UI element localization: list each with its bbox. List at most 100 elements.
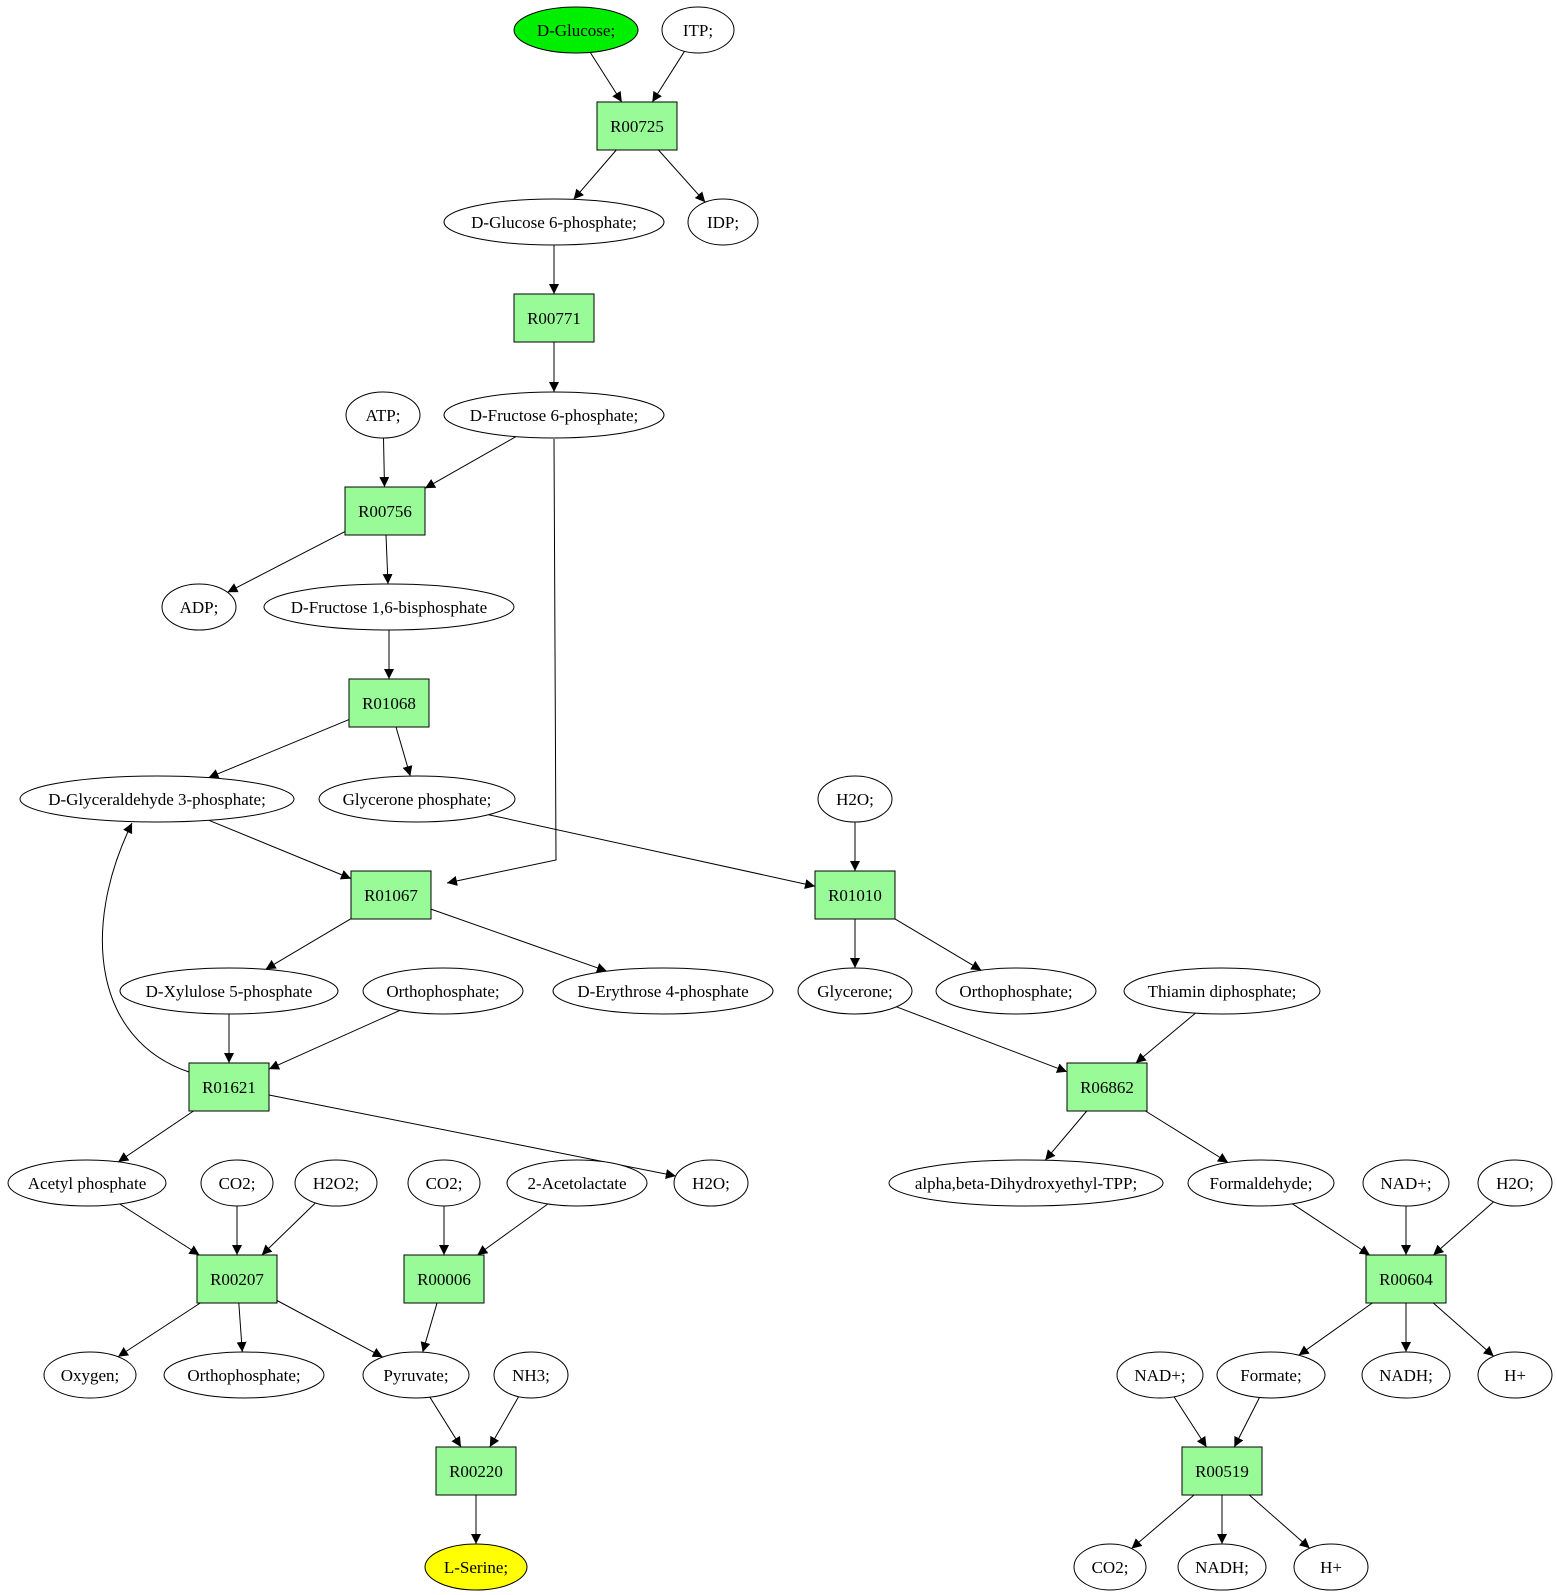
edge-c_hcho-to-r00604: [1292, 1203, 1371, 1256]
compound-ellipse: [362, 1351, 470, 1399]
compound-ellipse: [1477, 1159, 1553, 1207]
compound-ellipse: [294, 1159, 378, 1207]
compound-node-c-g6p: D-Glucose 6-phosphate;: [443, 198, 665, 246]
edge-c_acl-to-r00006: [477, 1203, 549, 1256]
reaction-box: [596, 101, 678, 151]
compound-node-c-acp: Acetyl phosphate: [7, 1159, 167, 1207]
node-label: NAD+;: [1380, 1174, 1431, 1193]
edge-r00519-to-c_co2_c: [1131, 1494, 1195, 1549]
node-label: 2-Acetolactate: [527, 1174, 626, 1193]
compound-node-c-hcho: Formaldehyde;: [1187, 1159, 1335, 1207]
edge-r00519-to-c_h_b: [1248, 1494, 1311, 1549]
edge-r00756-to-c_fbp: [382, 534, 393, 585]
node-label: Glycerone phosphate;: [343, 790, 492, 809]
compound-ellipse: [1116, 1351, 1204, 1399]
compound-node-c-nad-a: NAD+;: [1362, 1159, 1450, 1207]
edge-c_nh3-to-r00220: [489, 1396, 520, 1448]
node-label: R00756: [358, 502, 412, 521]
compound-ellipse: [513, 6, 639, 54]
edge-r01068-to-c_dhap: [395, 726, 413, 777]
edge-r00725-to-c_idp: [658, 149, 706, 203]
edge-r01010-to-c_pi_b: [894, 918, 982, 971]
compound-ellipse: [687, 198, 759, 246]
node-label: Oxygen;: [61, 1366, 120, 1385]
node-label: H2O;: [692, 1174, 730, 1193]
reaction-node-r01621: R01621: [188, 1062, 270, 1112]
node-label: ITP;: [683, 21, 713, 40]
node-label: D-Fructose 6-phosphate;: [470, 406, 639, 425]
compound-ellipse: [19, 775, 295, 823]
reaction-node-r01068: R01068: [348, 678, 430, 728]
compound-node-c-f6p: D-Fructose 6-phosphate;: [443, 391, 665, 439]
compound-node-c-h2o2: H2O2;: [294, 1159, 378, 1207]
node-label: Pyruvate;: [383, 1366, 448, 1385]
edge-r01067-to-c_x5p: [265, 918, 352, 970]
edge-r00725-to-c_g6p: [573, 149, 617, 200]
reaction-box: [1181, 1446, 1263, 1496]
node-label: D-Fructose 1,6-bisphosphate: [291, 598, 487, 617]
edge-r01067-to-c_e4p: [430, 908, 608, 973]
edge-c_pyr-to-r00220: [429, 1396, 462, 1448]
reaction-box: [188, 1062, 270, 1112]
compound-node-c-o2: Oxygen;: [43, 1351, 137, 1399]
node-label: H+: [1504, 1366, 1526, 1385]
node-label: Glycerone;: [817, 982, 893, 1001]
compound-ellipse: [318, 775, 516, 823]
node-label: Formaldehyde;: [1210, 1174, 1313, 1193]
reaction-box: [1066, 1062, 1148, 1112]
compound-node-c-nadh-b: NADH;: [1177, 1543, 1267, 1591]
compound-ellipse: [362, 967, 524, 1015]
edge-c_tpp-to-r06862: [1135, 1012, 1196, 1064]
compound-ellipse: [161, 583, 237, 631]
node-label: R00519: [1195, 1462, 1249, 1481]
compound-ellipse: [119, 967, 339, 1015]
reaction-box: [196, 1254, 278, 1304]
compound-ellipse: [1477, 1351, 1553, 1399]
compound-node-c-co2-a: CO2;: [200, 1159, 274, 1207]
compound-ellipse: [1123, 967, 1321, 1015]
edge-c_itp-to-r00725: [651, 51, 685, 103]
reaction-box: [1365, 1254, 1447, 1304]
node-label: R01068: [362, 694, 416, 713]
reaction-node-r01067: R01067: [350, 870, 432, 920]
compound-node-c-dhap: Glycerone phosphate;: [318, 775, 516, 823]
compound-ellipse: [888, 1159, 1164, 1207]
compound-ellipse: [552, 967, 774, 1015]
compound-ellipse: [673, 1159, 749, 1207]
compound-node-c-gap: D-Glyceraldehyde 3-phosphate;: [19, 775, 295, 823]
compound-node-c-tpp: Thiamin diphosphate;: [1123, 967, 1321, 1015]
edge-c_dhap-to-r01010: [488, 814, 816, 889]
node-label: D-Erythrose 4-phosphate: [577, 982, 748, 1001]
compound-ellipse: [506, 1159, 648, 1207]
compound-node-c-h2o-a: H2O;: [817, 775, 893, 823]
node-label: R01621: [202, 1078, 256, 1097]
node-label: R00207: [210, 1270, 264, 1289]
compound-node-c-idp: IDP;: [687, 198, 759, 246]
compound-ellipse: [817, 775, 893, 823]
edge-r06862-to-c_dhtpp: [1044, 1110, 1088, 1161]
compound-node-c-adp: ADP;: [161, 583, 237, 631]
edge-r00604-to-c_form: [1298, 1302, 1373, 1356]
compound-ellipse: [407, 1159, 481, 1207]
reaction-box: [403, 1254, 485, 1304]
compound-node-c-co2-b: CO2;: [407, 1159, 481, 1207]
edge-c_f6p-to-r00756: [424, 436, 517, 489]
compound-node-c-pi-b: Orthophosphate;: [935, 967, 1097, 1015]
edge-r00006-to-c_pyr: [420, 1302, 438, 1353]
edge-c_pi_a-to-r01621: [268, 1009, 401, 1070]
compound-ellipse: [661, 6, 735, 54]
compound-ellipse: [1362, 1159, 1450, 1207]
reaction-node-r00756: R00756: [344, 486, 426, 536]
compound-node-c-nh3: NH3;: [493, 1351, 569, 1399]
compound-ellipse: [424, 1543, 528, 1591]
compound-node-c-ser: L-Serine;: [424, 1543, 528, 1591]
compound-node-c-pi-c: Orthophosphate;: [163, 1351, 325, 1399]
compound-ellipse: [263, 583, 515, 631]
node-label: ADP;: [180, 598, 219, 617]
node-label: R01067: [364, 886, 418, 905]
reaction-node-r00725: R00725: [596, 101, 678, 151]
compound-ellipse: [797, 967, 913, 1015]
compound-node-c-e4p: D-Erythrose 4-phosphate: [552, 967, 774, 1015]
